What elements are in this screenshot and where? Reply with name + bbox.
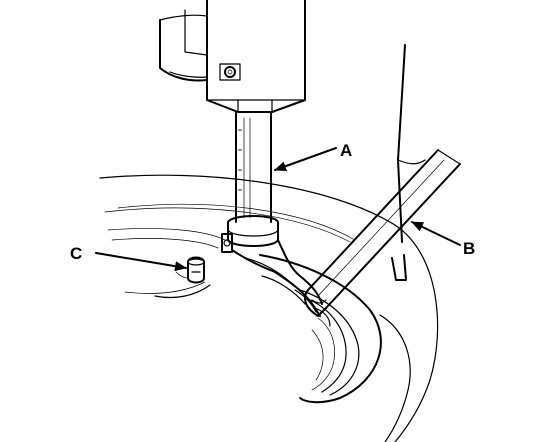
callout-c: C [70, 244, 187, 272]
machine-column [391, 44, 426, 281]
callout-b: B [411, 221, 475, 258]
callout-a: A [274, 141, 352, 171]
wheel-rim [259, 254, 411, 442]
callout-c-label: C [70, 244, 82, 263]
callout-b-leader [411, 221, 461, 246]
tire-sidewall [99, 174, 439, 442]
mount-demount-head [231, 239, 331, 327]
valve-stem [175, 256, 205, 284]
callout-a-label: A [340, 141, 352, 160]
callout-c-leader [95, 252, 187, 272]
callout-b-label: B [463, 239, 475, 258]
tire-lever-bar [304, 149, 461, 317]
mount-shaft [235, 111, 272, 223]
shaft-collar [221, 215, 279, 253]
callout-a-leader [274, 147, 337, 171]
mount-head-housing [159, 0, 306, 113]
